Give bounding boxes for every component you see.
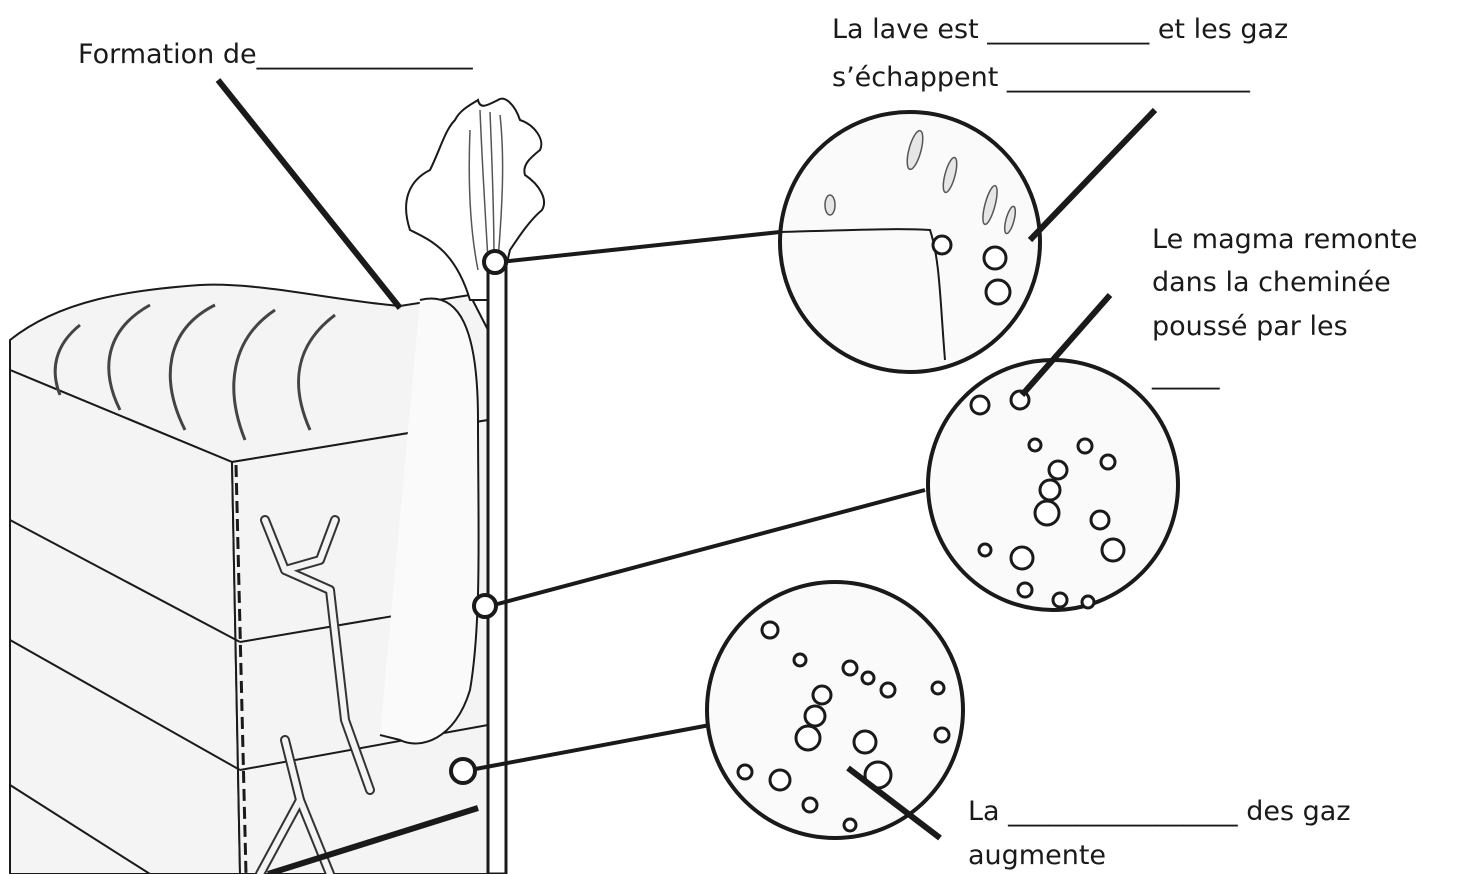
eruption-plume — [406, 99, 544, 300]
label-remonte-line1: Le magma remonte — [1152, 220, 1417, 259]
label-pression-line2: augmente — [968, 836, 1106, 874]
joint-middle — [474, 595, 496, 617]
label-remonte-line2: dans la cheminée — [1152, 263, 1391, 302]
label-lave-line2: s’échappent __________________ — [832, 58, 1250, 97]
magnifier-top — [780, 112, 1040, 372]
label-lave-line1: La lave est ____________ et les gaz — [832, 10, 1288, 49]
label-remonte-line4: _____ — [1152, 355, 1220, 394]
vent-pipe — [488, 262, 506, 874]
rod-top — [500, 232, 780, 262]
label-pression-line1: La _________________ des gaz — [968, 792, 1351, 831]
leader-lave — [1030, 110, 1155, 240]
magnifier-bottom-lens — [707, 582, 963, 838]
vent — [488, 262, 506, 874]
joint-bottom — [451, 759, 475, 783]
leader-formation — [218, 80, 400, 308]
magnifier-middle — [928, 360, 1178, 610]
joint-top — [484, 251, 506, 273]
magnifier-bottom — [707, 582, 963, 838]
label-remonte-line3: poussé par les — [1152, 307, 1348, 346]
label-formation: Formation de________________ — [78, 35, 473, 74]
